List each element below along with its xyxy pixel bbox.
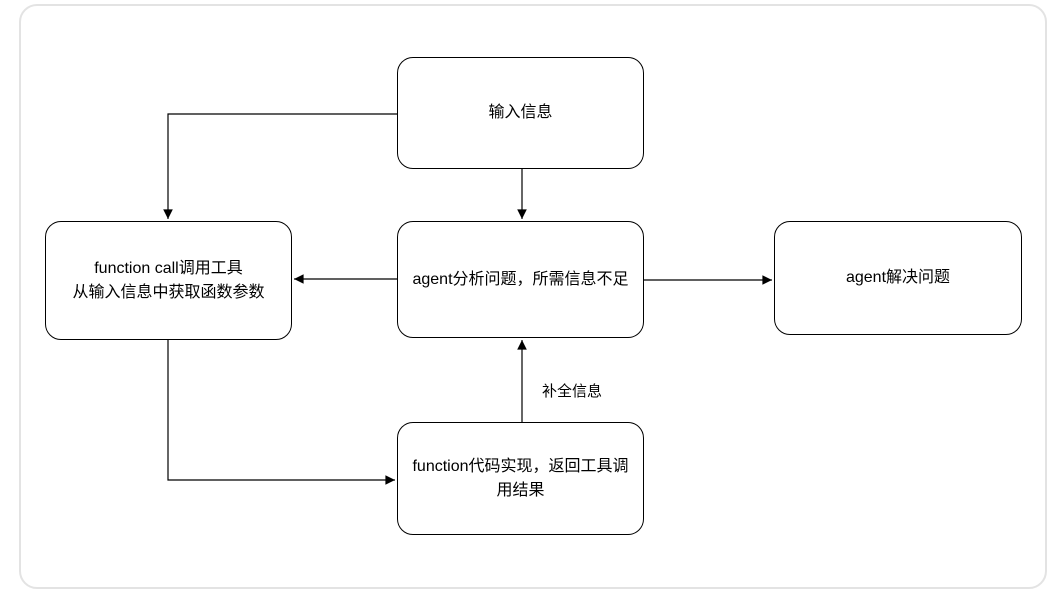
node-agent-solve-problem: agent解决问题 [774,221,1022,335]
node-label: agent分析问题，所需信息不足 [412,270,629,288]
node-function-implementation: function代码实现，返回工具调用结果 [397,422,644,535]
node-agent-analyze-problem: agent分析问题，所需信息不足 [397,221,644,338]
node-label: function call调用工具 从输入信息中获取函数参数 [72,259,265,301]
node-label: 输入信息 [488,104,553,121]
node-function-call-tool: function call调用工具 从输入信息中获取函数参数 [45,221,292,340]
node-input-info: 输入信息 [397,57,644,169]
node-label: function代码实现，返回工具调用结果 [412,457,629,499]
node-label: agent解决问题 [845,269,951,286]
edge-label-complete-info: 补全信息 [542,380,603,401]
